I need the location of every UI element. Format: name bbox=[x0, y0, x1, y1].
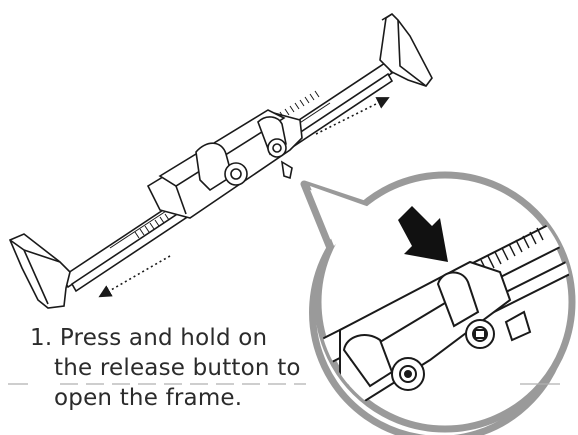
right-end-grip bbox=[379, 12, 433, 87]
step-number: 1. bbox=[30, 325, 53, 351]
instruction-line-3: open the frame. bbox=[54, 385, 243, 411]
instruction-line-2: the release button to bbox=[54, 355, 301, 381]
down-right-arrow-icon bbox=[398, 206, 448, 262]
left-end-grip bbox=[8, 233, 71, 309]
center-clamp bbox=[146, 109, 303, 219]
instruction-line-1: 1. Press and hold on bbox=[30, 325, 268, 351]
zoom-callout bbox=[300, 171, 576, 435]
instruction-text: 1. Press and hold on the release button … bbox=[30, 323, 330, 413]
